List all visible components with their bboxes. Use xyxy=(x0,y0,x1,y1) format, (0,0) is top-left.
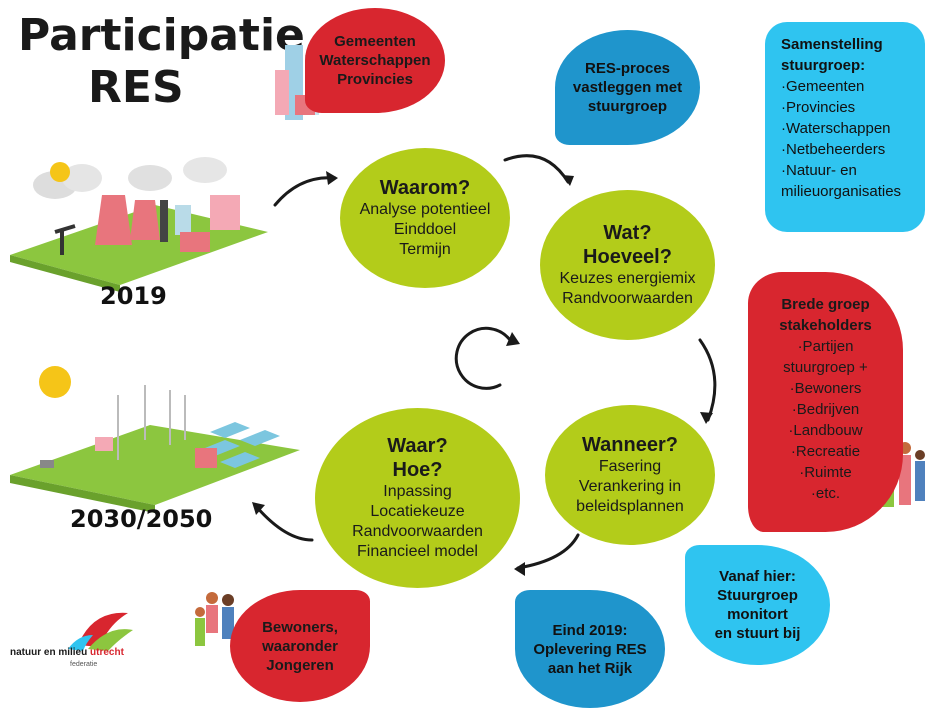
people-bewoners-illustration xyxy=(195,592,234,646)
eind-2019-line-2: Oplevering RES xyxy=(533,640,647,658)
brede-groep-item-4: ·Bedrijven xyxy=(791,401,860,418)
circle-waarom-heading: Waarom? xyxy=(379,177,471,199)
samenstelling-item-3: ·Waterschappen xyxy=(781,120,891,137)
brede-groep-item-2: stuurgroep + xyxy=(783,359,868,376)
arrow-heads xyxy=(252,171,713,576)
circle-waar-line-4: Financieel model xyxy=(357,543,478,560)
circle-waarom: Waarom? Analyse potentieel Einddoel Term… xyxy=(340,148,510,288)
year-2019-label: 2019 xyxy=(100,282,167,310)
logo-text-1: natuur en milieu xyxy=(10,647,88,658)
logo-text-3: federatie xyxy=(70,661,98,668)
bubble-gemeenten-line-3: Provincies xyxy=(337,71,413,88)
circle-wat-heading-2: Hoeveel? xyxy=(583,246,672,268)
bubble-samenstelling: Samenstelling stuurgroep: ·Gemeenten ·Pr… xyxy=(765,22,925,232)
eind-2019-line-3: aan het Rijk xyxy=(547,659,633,677)
bubble-gemeenten-line-1: Gemeenten xyxy=(334,33,416,50)
bubble-gemeenten: Gemeenten Waterschappen Provincies xyxy=(305,8,445,113)
circle-waar-line-1: Inpassing xyxy=(383,483,452,500)
bewoners-line-2: waaronder xyxy=(262,637,338,655)
cycle-icon xyxy=(454,326,512,390)
circle-waarom-line-1: Analyse potentieel xyxy=(359,201,491,218)
samenstelling-item-1: ·Gemeenten xyxy=(781,78,865,95)
bubble-vanaf-hier: Vanaf hier: Stuurgroep monitort en stuur… xyxy=(685,545,830,665)
circle-wat-line-2: Randvoorwaarden xyxy=(562,290,693,307)
brede-groep-heading-2: stakeholders xyxy=(779,317,872,334)
samenstelling-heading: Samenstelling stuurgroep: xyxy=(781,36,883,74)
bubble-bewoners: Bewoners, waaronder Jongeren xyxy=(230,590,370,702)
circle-waar-line-2: Locatiekeuze xyxy=(370,503,465,520)
arrow-wanneer-to-waar xyxy=(516,533,580,570)
circle-wat-line-1: Keuzes energiemix xyxy=(559,270,696,287)
brede-groep-item-6: ·Recreatie xyxy=(790,443,861,460)
samenstelling-item-2: ·Provincies xyxy=(781,99,856,116)
circle-waar-heading-2: Hoe? xyxy=(392,459,443,481)
circle-waar-heading-1: Waar? xyxy=(387,435,448,457)
logo-text-2: utrecht xyxy=(90,647,124,658)
arrow-waar-to-2030 xyxy=(253,503,314,542)
arrow-waarom-to-wat xyxy=(503,154,570,184)
bewoners-line-3: Jongeren xyxy=(266,656,334,674)
circle-waar-line-3: Randvoorwaarden xyxy=(352,523,483,540)
bubble-res-proces-line-2: vastleggen met xyxy=(572,79,683,96)
circle-wanneer-line-1: Fasering xyxy=(598,458,662,475)
brede-groep-item-3: ·Bewoners xyxy=(789,380,862,397)
year-2030-2050-label: 2030/2050 xyxy=(70,505,213,533)
brede-groep-heading-1: Brede groep xyxy=(781,296,870,313)
eind-2019-line-1: Eind 2019: xyxy=(552,621,628,639)
circle-wat: Wat? Hoeveel? Keuzes energiemix Randvoor… xyxy=(540,190,715,340)
circle-wanneer-heading: Wanneer? xyxy=(582,434,678,456)
circle-wanneer: Wanneer? Fasering Verankering in beleids… xyxy=(545,405,715,545)
vanaf-hier-line-1: Vanaf hier: xyxy=(719,568,796,585)
samenstelling-item-6: milieuorganisaties xyxy=(781,183,902,200)
brede-groep-item-5: ·Landbouw xyxy=(788,422,863,439)
circle-waarom-line-3: Termijn xyxy=(399,241,451,258)
circle-waar: Waar? Hoe? Inpassing Locatiekeuze Randvo… xyxy=(315,408,520,588)
samenstelling-item-4: ·Netbeheerders xyxy=(781,141,886,158)
title-line-1: Participatie xyxy=(18,10,305,61)
brede-groep-item-8: ·etc. xyxy=(810,485,841,502)
logo-mark-icon xyxy=(68,612,133,651)
page-title: Participatie RES xyxy=(18,10,305,114)
title-line-2: RES xyxy=(88,62,184,113)
landscape-2019-illustration xyxy=(10,157,268,292)
circle-wanneer-line-2: Verankering in xyxy=(578,478,682,495)
vanaf-hier-line-2: Stuurgroep xyxy=(717,587,798,604)
circle-waarom-line-2: Einddoel xyxy=(393,221,457,238)
landscape-2030-illustration xyxy=(10,366,300,513)
samenstelling-item-5: ·Natuur- en xyxy=(781,162,857,179)
vanaf-hier-line-3: monitort xyxy=(727,606,788,623)
circle-wanneer-line-3: beleidsplannen xyxy=(576,498,684,515)
logo-natuur-en-milieu: natuur en milieu utrecht federatie xyxy=(8,605,178,675)
bubble-res-proces-line-3: stuurgroep xyxy=(587,98,668,115)
brede-groep-item-1: ·Partijen xyxy=(797,338,854,355)
brede-groep-item-7: ·Ruimte xyxy=(799,464,852,481)
circle-wat-heading-1: Wat? xyxy=(603,222,652,244)
bubble-brede-groep: Brede groep stakeholders ·Partijen stuur… xyxy=(748,272,903,532)
bubble-res-proces: RES-proces vastleggen met stuurgroep xyxy=(555,30,700,145)
bubble-eind-2019: Eind 2019: Oplevering RES aan het Rijk xyxy=(515,590,665,708)
arrow-2019-to-waarom xyxy=(273,176,337,207)
vanaf-hier-line-4: en stuurt bij xyxy=(714,625,801,642)
bubble-res-proces-line-1: RES-proces xyxy=(584,60,671,77)
bewoners-line-1: Bewoners, xyxy=(262,618,338,636)
arrow-wat-to-wanneer xyxy=(698,338,717,422)
bubble-gemeenten-line-2: Waterschappen xyxy=(319,52,431,69)
